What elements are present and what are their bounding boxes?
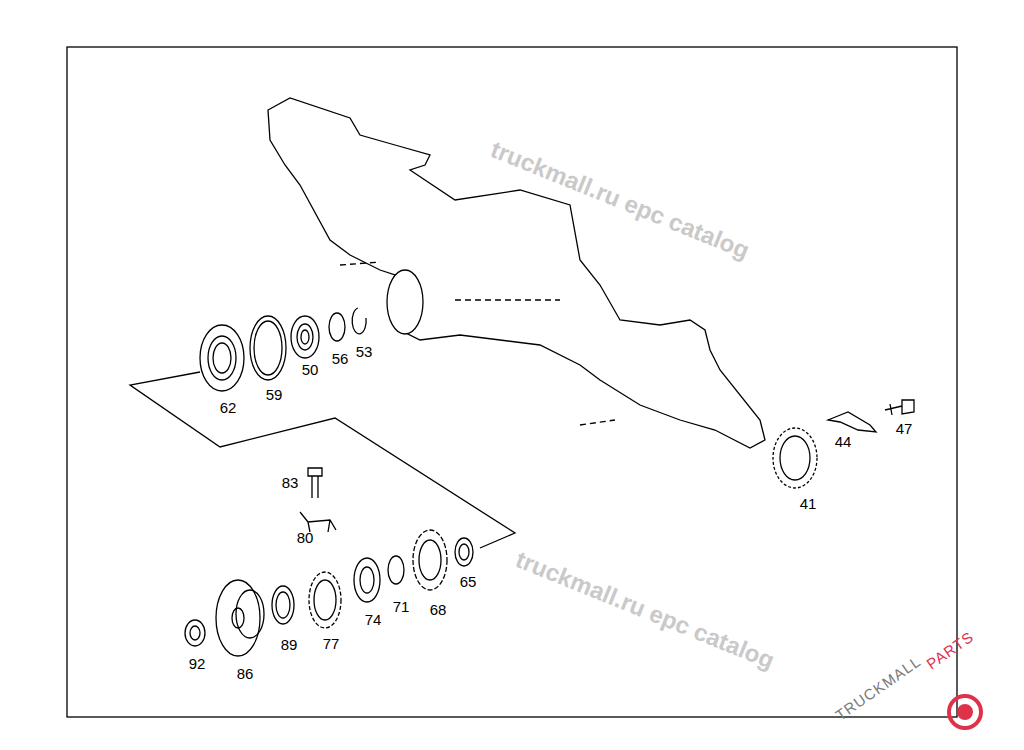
assembly-bracket — [130, 372, 515, 548]
nut-41 — [773, 428, 817, 488]
callout-number: 44 — [835, 433, 852, 450]
callout-number: 50 — [302, 361, 319, 378]
bolt-47 — [885, 400, 914, 415]
logo-text: TRUCKMALL — [832, 652, 924, 723]
callout-number: 71 — [393, 598, 410, 615]
housing-opening — [387, 270, 423, 334]
axle-housing — [268, 98, 765, 448]
callout-number: 41 — [800, 495, 817, 512]
callout-number: 65 — [460, 573, 477, 590]
logo-gear — [949, 696, 981, 728]
callout-number: 83 — [282, 474, 299, 491]
ring-77 — [309, 572, 341, 628]
seal-89 — [272, 586, 294, 624]
shim-71 — [388, 556, 404, 584]
nut-92 — [185, 620, 205, 646]
lock-plate-44 — [828, 412, 876, 432]
watermark: truckmall.ru epc catalog — [512, 545, 778, 674]
bush-65 — [455, 538, 473, 566]
bearing-50 — [291, 316, 319, 358]
callout-number: 56 — [332, 350, 349, 367]
callout-number: 80 — [297, 529, 314, 546]
callout-number: 89 — [281, 636, 298, 653]
callout-number: 53 — [356, 343, 373, 360]
callout-number: 77 — [323, 635, 340, 652]
callout-number: 62 — [220, 399, 237, 416]
ring-59 — [250, 316, 286, 380]
callout-number: 86 — [237, 665, 254, 682]
shim-56 — [329, 313, 345, 341]
bearing-74 — [354, 558, 380, 602]
snap-ring-53 — [352, 308, 366, 334]
callout-number: 59 — [266, 386, 283, 403]
callout-number: 92 — [189, 655, 206, 672]
callout-number: 47 — [896, 420, 913, 437]
bearing-62 — [200, 325, 244, 391]
hidden-line — [340, 262, 615, 425]
plate-68 — [413, 530, 447, 590]
flange-86 — [216, 580, 264, 656]
frame — [67, 47, 957, 717]
bolt-83 — [308, 468, 322, 498]
logo-text: PARTS — [923, 628, 977, 673]
callout-number: 74 — [365, 611, 382, 628]
callout-number: 68 — [430, 601, 447, 618]
